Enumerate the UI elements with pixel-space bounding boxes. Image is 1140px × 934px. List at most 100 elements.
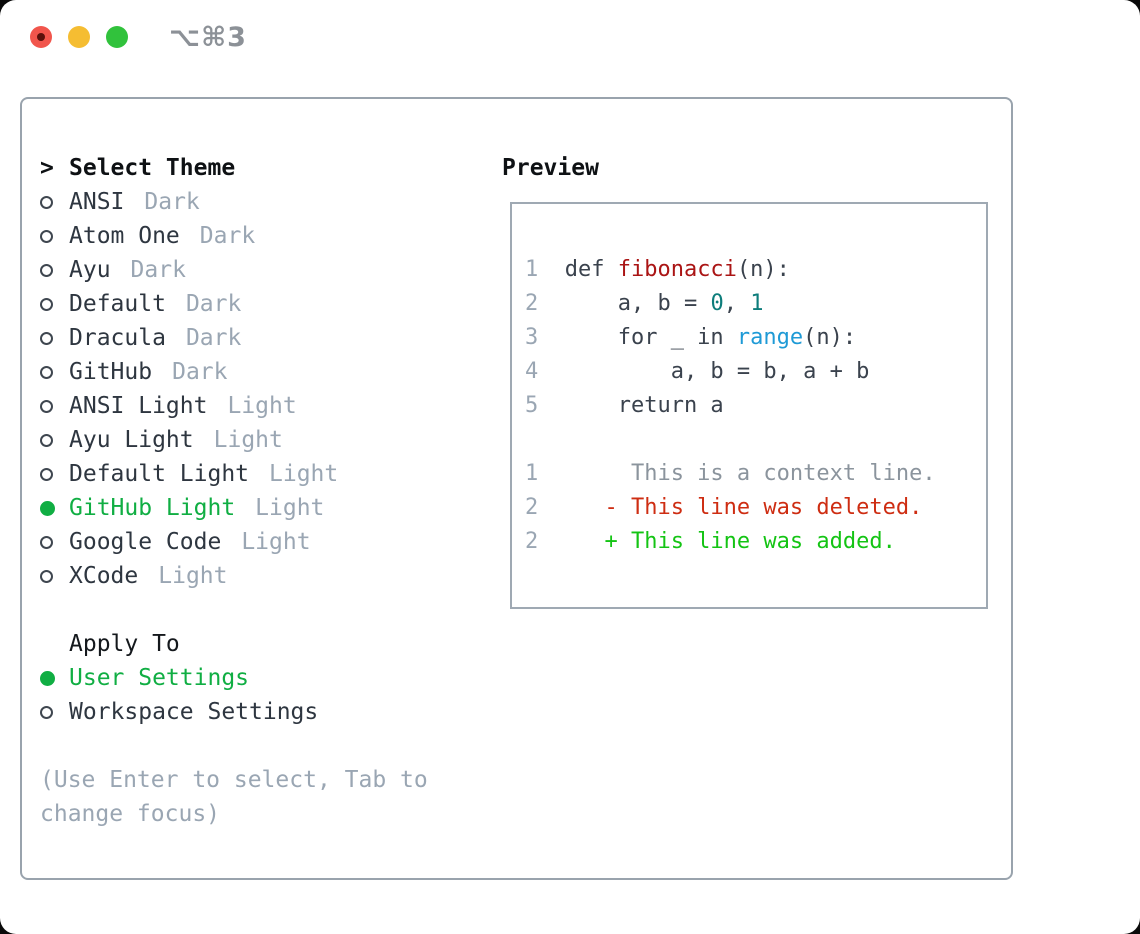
radio-icon bbox=[40, 500, 69, 516]
theme-name: ANSI Light bbox=[69, 393, 208, 419]
theme-name: Default bbox=[69, 291, 166, 317]
select-theme-title: Select Theme bbox=[69, 155, 236, 181]
theme-option[interactable]: Atom One Dark bbox=[40, 219, 502, 253]
code-segment-plain: def bbox=[564, 257, 618, 282]
radio-icon bbox=[40, 263, 69, 277]
code-segment-plain: return a bbox=[564, 393, 724, 418]
radio-icon bbox=[40, 195, 69, 209]
minimize-button[interactable] bbox=[68, 26, 90, 48]
radio-icon bbox=[40, 297, 69, 311]
radio-unselected-icon bbox=[40, 365, 53, 379]
radio-unselected-icon bbox=[40, 195, 53, 209]
theme-name: Ayu Light bbox=[69, 427, 194, 453]
radio-unselected-icon bbox=[40, 433, 53, 447]
code-segment-plain: (n): bbox=[803, 325, 857, 350]
radio-unselected-icon bbox=[40, 297, 53, 311]
caret-icon: > bbox=[40, 155, 54, 181]
code-segment-builtin: range bbox=[736, 325, 804, 350]
theme-option[interactable]: Ayu Light Light bbox=[40, 423, 502, 457]
radio-selected-icon bbox=[40, 500, 55, 516]
spacer bbox=[40, 593, 502, 627]
line-number: 5 bbox=[525, 393, 539, 418]
theme-variant: Light bbox=[255, 495, 325, 521]
radio-unselected-icon bbox=[40, 399, 53, 413]
apply-to-header-row: Apply To bbox=[40, 627, 502, 661]
radio-unselected-icon bbox=[40, 535, 53, 549]
radio-icon bbox=[40, 535, 69, 549]
line-number: 2 bbox=[525, 495, 539, 520]
select-theme-header-row: > Select Theme bbox=[40, 151, 502, 185]
radio-unselected-icon bbox=[40, 569, 53, 583]
code-segment-number: 0 bbox=[710, 291, 724, 316]
line-number: 2 bbox=[525, 291, 539, 316]
radio-unselected-icon bbox=[40, 705, 53, 719]
code-segment-plain: a, b = b, a + b bbox=[564, 359, 870, 384]
radio-icon bbox=[40, 670, 69, 686]
apply-to-label: User Settings bbox=[69, 665, 250, 691]
theme-option[interactable]: Ayu Dark bbox=[40, 253, 502, 287]
code-segment-plain: (n): bbox=[736, 257, 790, 282]
apply-to-option[interactable]: Workspace Settings bbox=[40, 695, 502, 729]
radio-selected-icon bbox=[40, 670, 55, 686]
theme-name: Ayu bbox=[69, 257, 111, 283]
code-segment-context: This is a context line. bbox=[564, 461, 936, 486]
theme-variant: Dark bbox=[199, 223, 256, 249]
traffic-lights bbox=[30, 26, 128, 48]
radio-icon bbox=[40, 433, 69, 447]
radio-icon bbox=[40, 365, 69, 379]
theme-variant: Dark bbox=[130, 257, 186, 283]
theme-name: GitHub Light bbox=[69, 495, 236, 521]
radio-unselected-icon bbox=[40, 229, 53, 243]
line-number: 4 bbox=[525, 359, 539, 384]
code-line bbox=[525, 423, 986, 457]
theme-variant: Dark bbox=[185, 325, 242, 351]
theme-name: Atom One bbox=[69, 223, 180, 249]
code-segment-number: 1 bbox=[750, 291, 764, 316]
code-line: 2 a, b = 0, 1 bbox=[525, 287, 986, 321]
apply-to-title: Apply To bbox=[69, 631, 180, 657]
radio-unselected-icon bbox=[40, 467, 53, 481]
radio-unselected-icon bbox=[40, 263, 53, 277]
apply-to-option[interactable]: User Settings bbox=[40, 661, 502, 695]
line-number: 3 bbox=[525, 325, 539, 350]
theme-variant: Light bbox=[227, 393, 297, 419]
code-segment-added: + This line was added. bbox=[564, 529, 896, 554]
radio-icon bbox=[40, 229, 69, 243]
line-number: 1 bbox=[525, 461, 539, 486]
code-segment-plain: a, b = bbox=[564, 291, 711, 316]
theme-variant: Light bbox=[241, 529, 311, 555]
line-number: 2 bbox=[525, 529, 539, 554]
theme-variant: Light bbox=[213, 427, 283, 453]
code-segment-deleted: - This line was deleted. bbox=[564, 495, 923, 520]
radio-unselected-icon bbox=[40, 331, 53, 345]
code-line: 2 - This line was deleted. bbox=[525, 491, 986, 525]
code-line: 4 a, b = b, a + b bbox=[525, 355, 986, 389]
window-title: ⌥⌘3 bbox=[169, 22, 247, 53]
code-line: 5 return a bbox=[525, 389, 986, 423]
code-line: 2 + This line was added. bbox=[525, 525, 986, 559]
close-button[interactable] bbox=[30, 26, 52, 48]
radio-icon bbox=[40, 331, 69, 345]
theme-option[interactable]: GitHub Light Light bbox=[40, 491, 502, 525]
radio-icon bbox=[40, 467, 69, 481]
code-segment-plain: for _ in bbox=[564, 325, 737, 350]
theme-variant: Light bbox=[158, 563, 228, 589]
radio-icon bbox=[40, 705, 69, 719]
theme-option[interactable]: ANSI Light Light bbox=[40, 389, 502, 423]
radio-icon bbox=[40, 399, 69, 413]
maximize-button[interactable] bbox=[106, 26, 128, 48]
close-dot-icon bbox=[37, 33, 45, 41]
